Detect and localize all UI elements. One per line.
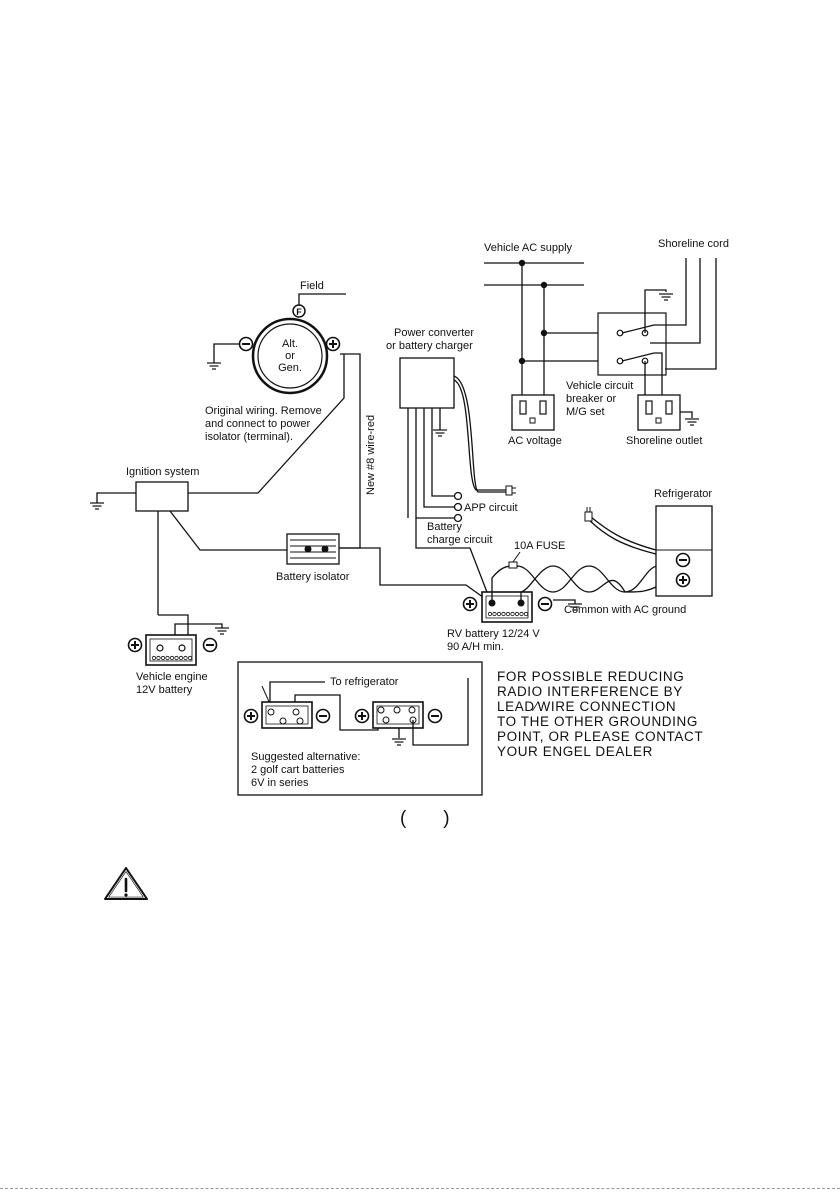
field-terminal: F Field (292, 280, 346, 318)
rv-battery-label: RV battery 12/24 V (447, 628, 540, 640)
rv-battery (481, 591, 533, 623)
svg-text:RADIO INTERFERENCE BY: RADIO INTERFERENCE BY (497, 684, 683, 699)
svg-text:90 A/H min.: 90 A/H min. (447, 641, 504, 653)
ac-voltage-outlet (511, 394, 555, 431)
svg-text:F: F (296, 307, 302, 317)
shoreline-cord-label: Shoreline cord (658, 238, 729, 250)
ground-icon (684, 418, 700, 426)
svg-text:isolator (terminal).: isolator (terminal). (205, 431, 293, 443)
terminal-icon (453, 491, 463, 501)
power-converter-label: Power converter (394, 327, 474, 339)
golf-battery-2-negative-icon (427, 708, 443, 724)
fuse-icon (508, 561, 518, 569)
circuit-breaker (597, 312, 667, 376)
svg-text:M/G set: M/G set (566, 406, 605, 418)
ground-icon (432, 429, 448, 437)
ignition-system-label: Ignition system (126, 466, 199, 478)
golf-battery-1 (261, 701, 313, 729)
battery-isolator (286, 533, 340, 565)
terminal-icon (453, 513, 463, 523)
ground-icon (658, 293, 674, 301)
svg-text:6V in series: 6V in series (251, 777, 309, 789)
alternator-positive-icon (325, 336, 341, 352)
common-ground-label: Common with AC ground (564, 604, 686, 616)
new-wire-label: New #8 wire-red (365, 415, 377, 495)
battery-charge-label: Battery (427, 521, 462, 533)
vehicle-battery-positive-icon (127, 637, 143, 653)
interference-note: FOR POSSIBLE REDUCING RADIO INTERFERENCE… (497, 669, 703, 759)
ac-plug-icon (584, 507, 593, 522)
svg-text:charge circuit: charge circuit (427, 534, 492, 546)
vehicle-battery-label: Vehicle engine (136, 671, 208, 683)
fuse-label: 10A FUSE (514, 540, 565, 552)
alternator: Alt. or Gen. (251, 317, 329, 395)
refrigerator-positive-icon (675, 572, 691, 588)
vehicle-battery (145, 634, 197, 666)
vehicle-ac-label: Vehicle AC supply (484, 242, 573, 254)
svg-text:TO THE OTHER GROUNDING: TO THE OTHER GROUNDING (497, 714, 698, 729)
ground-icon (214, 627, 230, 635)
battery-isolator-label: Battery isolator (276, 571, 350, 583)
svg-text:breaker or: breaker or (566, 393, 616, 405)
ignition-system-box (135, 481, 189, 512)
svg-text:and connect to power: and connect to power (205, 418, 311, 430)
to-refrigerator-label: To refrigerator (330, 676, 399, 688)
svg-text:YOUR ENGEL DEALER: YOUR ENGEL DEALER (497, 744, 653, 759)
svg-text:POINT, OR PLEASE CONTACT: POINT, OR PLEASE CONTACT (497, 729, 703, 744)
svg-text:LEAD∕WIRE CONNECTION: LEAD∕WIRE CONNECTION (497, 699, 676, 714)
alternator-negative-icon (238, 336, 254, 352)
svg-text:2 golf cart batteries: 2 golf cart batteries (251, 764, 345, 776)
svg-text:or battery charger: or battery charger (386, 340, 473, 352)
refrigerator-negative-icon (675, 552, 691, 568)
alternator-label-3: Gen. (278, 362, 302, 374)
original-wiring-label: Original wiring. Remove (205, 405, 322, 417)
golf-battery-1-positive-icon (243, 708, 259, 724)
field-label: Field (300, 280, 324, 292)
golf-battery-1-negative-icon (315, 708, 331, 724)
rv-battery-negative-icon (537, 596, 553, 612)
circuit-breaker-label: Vehicle circuit (566, 380, 633, 392)
vehicle-battery-negative-icon (202, 637, 218, 653)
alternator-label-1: Alt. (282, 338, 298, 350)
ground-icon (391, 738, 407, 746)
svg-text:FOR POSSIBLE REDUCING: FOR POSSIBLE REDUCING (497, 669, 684, 684)
terminal-icon (453, 502, 463, 512)
page-bottom-edge (0, 1188, 840, 1193)
svg-text:12V battery: 12V battery (136, 684, 193, 696)
ac-plug-icon (505, 485, 516, 496)
rv-battery-positive-icon (462, 596, 478, 612)
shoreline-outlet (637, 394, 681, 431)
warning-triangle-icon (104, 867, 148, 900)
ground-icon (206, 362, 222, 370)
golf-battery-2-positive-icon (354, 708, 370, 724)
alternative-label: Suggested alternative: (251, 751, 360, 763)
ground-icon (89, 502, 105, 510)
shoreline-outlet-label: Shoreline outlet (626, 435, 702, 447)
refrigerator-label: Refrigerator (654, 488, 712, 500)
figure-caption: ( ) (400, 808, 450, 829)
power-converter-box (399, 357, 455, 409)
ac-voltage-label: AC voltage (508, 435, 562, 447)
golf-battery-2 (372, 701, 424, 729)
alternator-label-2: or (285, 350, 295, 362)
alternative-panel (237, 661, 483, 796)
app-circuit-label: APP circuit (464, 502, 518, 514)
